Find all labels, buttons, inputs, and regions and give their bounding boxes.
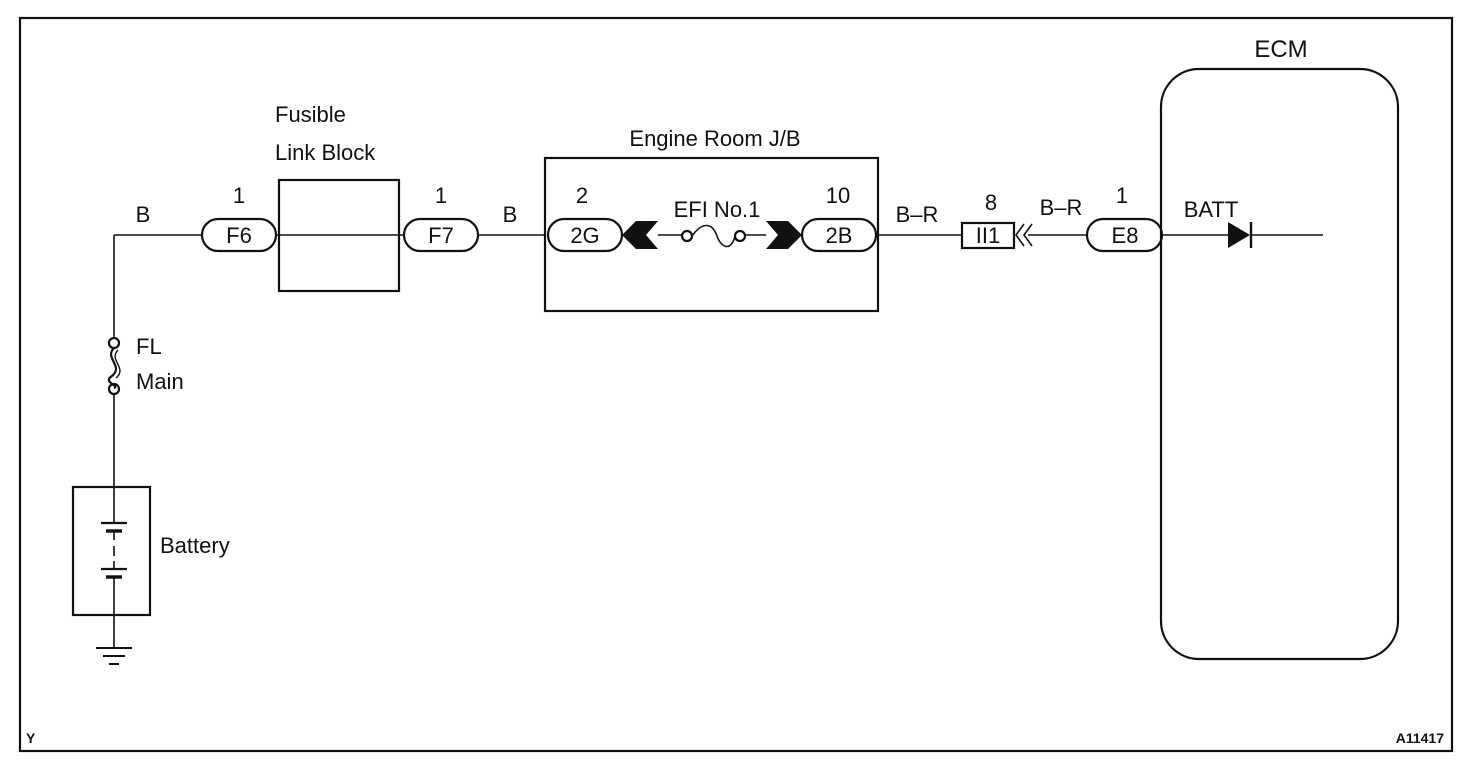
connector-e8: E8 1 bbox=[1085, 183, 1164, 253]
fl-main-contact-top bbox=[107, 336, 121, 350]
connector-f7: F7 1 bbox=[402, 183, 480, 253]
fusible-link-icon bbox=[107, 347, 118, 390]
jb-terminal-arrow-left bbox=[622, 221, 658, 249]
fl-main-label-line2: Main bbox=[136, 369, 184, 394]
fl-main-link: FL Main bbox=[107, 334, 184, 396]
connector-e8-name: E8 bbox=[1112, 223, 1139, 248]
connector-f7-pin: 1 bbox=[435, 183, 447, 208]
connector-2g-pin: 2 bbox=[576, 183, 588, 208]
connector-2g-name: 2G bbox=[570, 223, 599, 248]
connector-ii1-chevron-2 bbox=[1023, 223, 1033, 247]
ground-icon bbox=[96, 647, 132, 665]
fusible-link-block-label-line2: Link Block bbox=[275, 140, 376, 165]
figure-code: A11417 bbox=[1396, 730, 1444, 746]
connector-2g: 2G 2 bbox=[546, 183, 624, 253]
corner-code-left: Y bbox=[26, 730, 36, 746]
efi-fuse: EFI No.1 bbox=[622, 197, 802, 249]
battery-label: Battery bbox=[160, 533, 230, 558]
connector-f6-pin: 1 bbox=[233, 183, 245, 208]
ecm-box bbox=[1159, 67, 1400, 661]
connector-ii1-chevron-1 bbox=[1015, 223, 1025, 247]
connector-f6: F6 1 bbox=[200, 183, 278, 253]
connector-2b-pin: 10 bbox=[826, 183, 850, 208]
connector-2b-name: 2B bbox=[826, 223, 853, 248]
fl-main-label-line1: FL bbox=[136, 334, 162, 359]
connector-f6-name: F6 bbox=[226, 223, 252, 248]
connector-e8-pin: 1 bbox=[1116, 183, 1128, 208]
wire-color-br-1: B–R bbox=[896, 202, 939, 227]
connector-ii1: II1 8 bbox=[960, 190, 1033, 250]
diagram-frame bbox=[18, 16, 1454, 753]
fusible-link-block-label-line1: Fusible bbox=[275, 102, 346, 127]
battery: Battery bbox=[71, 485, 230, 648]
jb-terminal-arrow-right bbox=[766, 221, 802, 249]
batt-terminal-label: BATT bbox=[1184, 197, 1239, 222]
connector-ii1-pin: 8 bbox=[985, 190, 997, 215]
connector-f7-name: F7 bbox=[428, 223, 454, 248]
connector-2b: 2B 10 bbox=[800, 183, 878, 253]
fuse-icon bbox=[691, 224, 736, 248]
fuse-contact-right bbox=[733, 229, 747, 243]
diode-icon bbox=[1228, 222, 1250, 248]
wire-color-br-2: B–R bbox=[1040, 195, 1083, 220]
ecm-label: ECM bbox=[1254, 36, 1307, 63]
batt-diode: BATT bbox=[1184, 197, 1253, 248]
fl-main-contact-bottom bbox=[107, 382, 121, 396]
connector-ii1-name: II1 bbox=[976, 223, 1000, 248]
wire-color-b-mid: B bbox=[503, 202, 518, 227]
battery-box bbox=[71, 485, 152, 617]
wire-color-b-left: B bbox=[136, 202, 151, 227]
fuse-contact-left bbox=[680, 229, 694, 243]
engine-room-jb-label: Engine Room J/B bbox=[629, 126, 800, 151]
efi-fuse-label: EFI No.1 bbox=[674, 197, 761, 222]
